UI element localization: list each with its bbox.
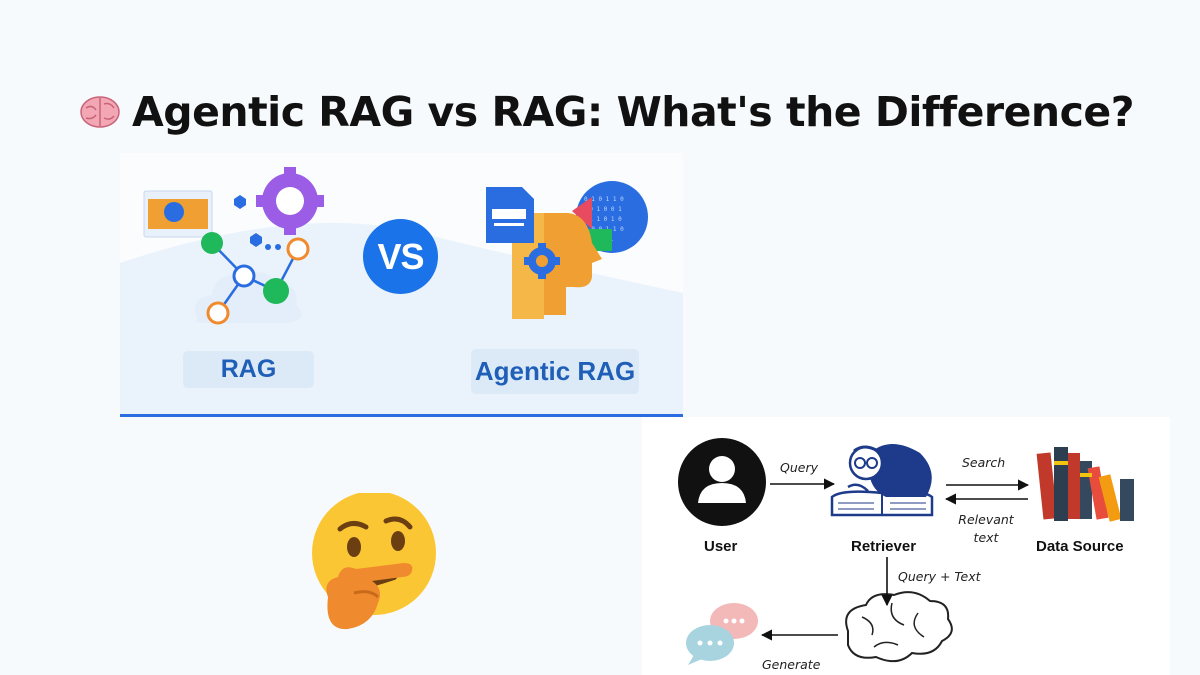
retriever-label: Retriever: [851, 538, 917, 555]
search-edge-label: Search: [962, 455, 1006, 470]
page-title-row: Agentic RAG vs RAG: What's the Differenc…: [78, 82, 1178, 142]
retriever-reader-icon: [830, 444, 934, 517]
query-edge-label: Query: [780, 460, 818, 475]
thinking-face-icon: [312, 493, 436, 630]
rag-graphic: [143, 167, 324, 325]
relevant-text-edge-label: Relevant text: [958, 512, 1014, 545]
rag-label: RAG: [183, 351, 314, 388]
comparison-panel: RAG VS 0 1 0 1 1 0 1 0 1 0 0 1 0 1 1 0 1…: [120, 153, 683, 417]
svg-text:1 0 1 0 0 1: 1 0 1 0 0 1: [582, 206, 622, 213]
flow-graphics: [678, 438, 1134, 665]
vs-badge: VS: [363, 219, 438, 294]
svg-text:0 1 1 0 1 0: 0 1 1 0 1 0: [582, 216, 622, 223]
svg-text:0 1 0 1 1 0: 0 1 0 1 1 0: [584, 196, 624, 203]
books-data-source-icon: [1036, 447, 1134, 522]
user-label: User: [704, 538, 738, 555]
panel-underline: [120, 414, 683, 417]
user-avatar-icon: [678, 438, 766, 526]
agentic-rag-label: Agentic RAG: [471, 349, 639, 394]
query-text-edge-label: Query + Text: [898, 569, 981, 584]
brain-icon: [80, 96, 120, 128]
page-title: Agentic RAG vs RAG: What's the Differenc…: [132, 88, 1135, 136]
data-source-label: Data Source: [1036, 538, 1124, 555]
generate-edge-label: Generate: [762, 657, 821, 672]
chat-bubbles-icon: [686, 603, 758, 665]
rag-flow-diagram: User Retriever Data Source Query Search …: [642, 417, 1170, 675]
brain-generator-icon: [845, 591, 953, 663]
agentic-rag-graphic: 0 1 0 1 1 0 1 0 1 0 0 1 0 1 1 0 1 0 1 0 …: [486, 181, 648, 319]
